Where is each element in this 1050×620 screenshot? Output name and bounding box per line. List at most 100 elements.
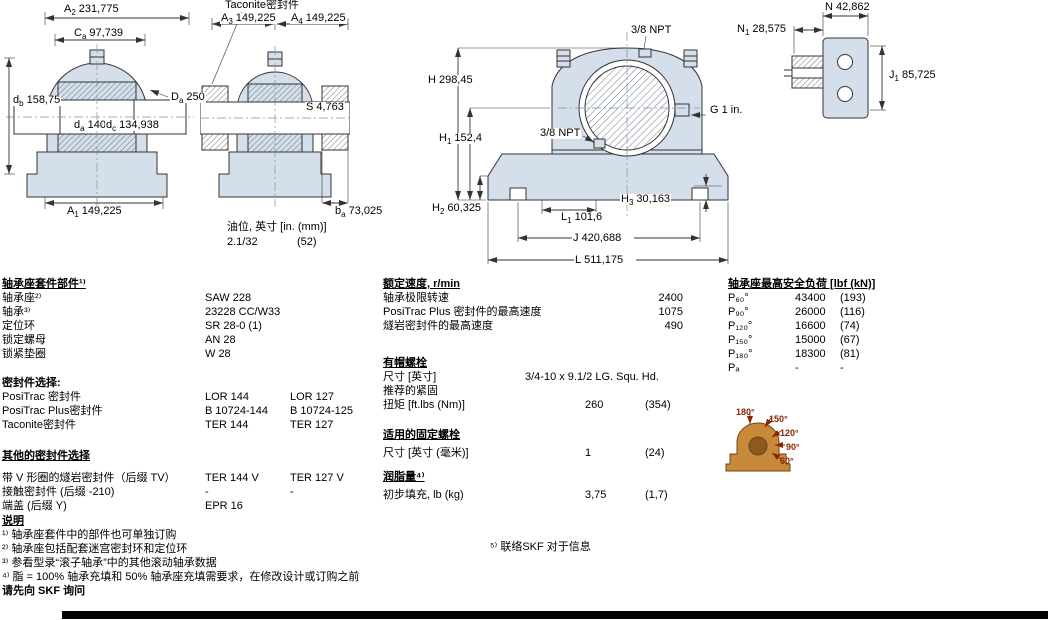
row-value-1: SAW 228 (205, 292, 252, 304)
row-value-2: (1,7) (645, 489, 668, 501)
table-row: 定位环 SR 28-0 (1) (2, 319, 353, 333)
seals-header: 密封件选择: (2, 377, 61, 389)
row-label: 推荐的紧固 (383, 385, 438, 397)
row-value-1: 15000 (795, 334, 826, 346)
row-label: 锁定螺母 (2, 334, 46, 346)
table-row: 轴承极限转速 2400 (383, 291, 683, 305)
row-value-2: (193) (840, 292, 866, 304)
taconite-seal-right-bottom (321, 133, 349, 151)
note-line-4: ⁴⁾ 脂 = 100% 轴承充填和 50% 轴承座充填需要求，在修改设计或订购之… (2, 571, 360, 583)
row-value-2: TER 127 V (290, 472, 344, 484)
angle-label-60: 60° (780, 456, 794, 466)
row-value-2: (74) (840, 320, 860, 332)
row-value-1: 3,75 (585, 489, 607, 501)
cap-bolts-section: 有帽螺栓 尺寸 [英寸] 3/4-10 x 9.1/2 LG. Squ. Hd.… (383, 356, 671, 412)
table-row: 尺寸 [英寸 (毫米)] 1 (24) (383, 446, 665, 460)
table-row: 初步填充, lb (kg) 3,75 (1,7) (383, 488, 668, 502)
taconite-seal-left-bottom (201, 133, 229, 151)
row-value-1: 26000 (795, 306, 826, 318)
speeds-header: 额定速度, r/min (383, 278, 461, 290)
parts-table: 轴承座²⁾ SAW 228 轴承³⁾ 23228 CC/W33 定位环 SR 2… (2, 291, 353, 361)
taconite-seal-label: Taconite密封件 (224, 0, 300, 11)
note-5: ⁵⁾ 联络SKF 对于信息 (490, 541, 591, 553)
row-value-2: (24) (645, 447, 665, 459)
bolt-hole-top (837, 54, 853, 70)
base-bolt-slot-right (691, 187, 709, 201)
row-value-2: (81) (840, 348, 860, 360)
row-value-1: 1 (585, 447, 592, 459)
other-seals-table: 带 V 形圈的燧岩密封件（后缀 TV） TER 144 V TER 127 V … (2, 471, 353, 513)
row-label: 初步填充, lb (kg) (383, 489, 464, 501)
taconite-seal-left-top (201, 85, 229, 103)
row-value-1: AN 28 (205, 334, 236, 346)
table-row: PosiTrac Plus 密封件的最高速度 1075 (383, 305, 683, 319)
row-label: 端盖 (后缀 Y) (2, 500, 67, 512)
taconite-seal-right-top (321, 85, 349, 103)
grease-header: 润脂量⁴⁾ (383, 471, 425, 483)
row-value-1: 1075 (658, 306, 683, 318)
angle-label-180: 180° (736, 407, 755, 417)
grease-table: 初步填充, lb (kg) 3,75 (1,7) (383, 488, 668, 502)
row-value-1: TER 144 (205, 419, 249, 431)
end-slab (822, 37, 869, 119)
row-value-1: 43400 (795, 292, 826, 304)
table-row: P₁₈₀° 18300 (81) (728, 347, 875, 361)
base-bolt-slot-left (509, 187, 527, 201)
table-row: PosiTrac 密封件 LOR 144 LOR 127 (2, 390, 353, 404)
row-label: Pₐ (728, 362, 740, 374)
cap-bolt-right (683, 49, 698, 68)
loads-table: P₆₀° 43400 (193) P₉₀° 26000 (116) P₁₂₀° … (728, 291, 875, 375)
drawing-end-view (784, 12, 886, 119)
grease-fitting (674, 103, 690, 117)
row-label: 定位环 (2, 320, 35, 332)
npt-plug-top (638, 48, 652, 58)
row-value-2: TER 127 (290, 419, 334, 431)
row-label: P₁₂₀° (728, 320, 753, 332)
note-line-3: ³⁾ 参看型录“滚子轴承”中的其他滚动轴承数据 (2, 557, 217, 569)
row-value-1: 3/4-10 x 9.1/2 LG. Squ. Hd. (525, 371, 659, 383)
row-value-1: B 10724-144 (205, 405, 268, 417)
table-row: 轴承³⁾ 23228 CC/W33 (2, 305, 353, 319)
row-label: 轴承极限转速 (383, 292, 449, 304)
row-label: PosiTrac 密封件 (2, 391, 82, 403)
row-value-1: LOR 144 (205, 391, 250, 403)
row-value-1: - (795, 362, 799, 374)
row-value-1: - (205, 486, 209, 498)
row-label: 轴承座²⁾ (2, 292, 42, 304)
row-value-1: EPR 16 (205, 500, 243, 512)
load-direction-icon (725, 414, 791, 472)
row-value-1: 2400 (658, 292, 683, 304)
row-label: 扭矩 [ft.lbs (Nm)] (383, 399, 465, 411)
angle-label-90: 90° (786, 442, 800, 452)
table-row: 尺寸 [英寸] 3/4-10 x 9.1/2 LG. Squ. Hd. (383, 370, 671, 384)
table-row: Taconite密封件 TER 144 TER 127 (2, 418, 353, 432)
notes-header: 说明 (2, 515, 24, 527)
footer-bar (62, 611, 1048, 619)
row-label: PosiTrac Plus 密封件的最高速度 (383, 306, 542, 318)
notes-section: 说明 ¹⁾ 轴承座套件中的部件也可单独订购 ²⁾ 轴承座包括配套迷宫密封环和定位… (2, 514, 359, 598)
row-label: PosiTrac Plus密封件 (2, 405, 103, 417)
row-value-1: 490 (664, 320, 683, 332)
row-value-2: B 10724-125 (290, 405, 353, 417)
oil-level-value: 2.1/32 (226, 236, 259, 248)
mini-housing-bore (748, 436, 768, 456)
table-row: 带 V 形圈的燧岩密封件（后缀 TV） TER 144 V TER 127 V (2, 471, 353, 485)
table-row: 锁紧垫圈 W 28 (2, 347, 353, 361)
table-row: 接触密封件 (后缀 -210) - - (2, 485, 353, 499)
parts-section: 轴承座套件部件¹⁾ 轴承座²⁾ SAW 228 轴承³⁾ 23228 CC/W3… (2, 277, 353, 513)
row-value-1: 16600 (795, 320, 826, 332)
table-row: P₁₂₀° 16600 (74) (728, 319, 875, 333)
table-row: 轴承座²⁾ SAW 228 (2, 291, 353, 305)
oil-level-value-mm: (52) (296, 236, 318, 248)
